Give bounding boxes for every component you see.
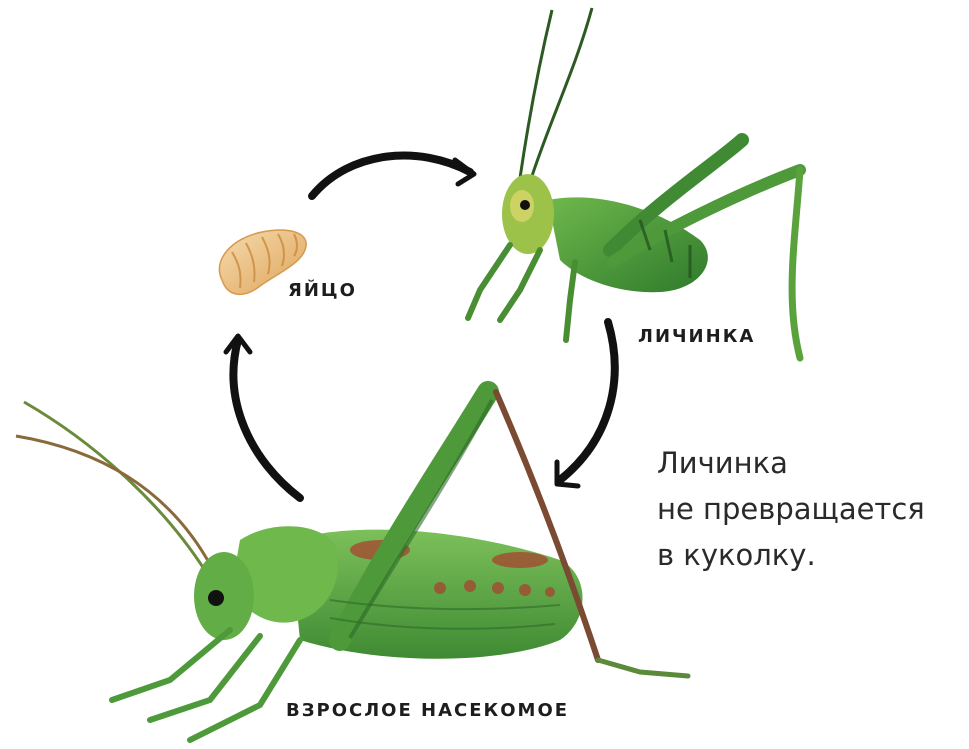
larva-illustration (468, 8, 800, 358)
stage-label-adult: ВЗРОСЛОЕ НАСЕКОМОЕ (286, 700, 569, 721)
adult-illustration (16, 392, 688, 740)
arrow-adult-to-egg (226, 336, 300, 498)
caption-line-1: Личинка (657, 440, 962, 486)
arrow-egg-to-larva (312, 156, 474, 196)
arrow-larva-to-adult (557, 322, 615, 486)
stage-label-larva: ЛИЧИНКА (638, 326, 755, 347)
caption-line-2: не превращается (657, 486, 962, 532)
caption-note: Личинка не превращается в куколку. (657, 440, 962, 578)
caption-line-3: в куколку. (657, 532, 962, 578)
stage-label-egg: ЯЙЦО (288, 280, 357, 301)
